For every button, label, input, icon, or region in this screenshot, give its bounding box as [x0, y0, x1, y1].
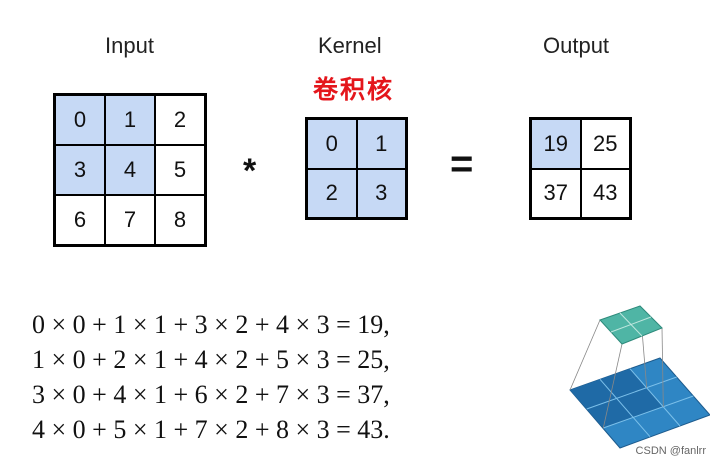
input-matrix-cell: 0: [55, 95, 105, 145]
input-matrix-cell: 7: [105, 195, 155, 245]
input-matrix-cell: 2: [155, 95, 205, 145]
input-matrix-cell: 3: [55, 145, 105, 195]
output-matrix-cell: 43: [580, 168, 630, 218]
output-matrix-cell: 37: [531, 168, 581, 218]
output-label: Output: [543, 33, 610, 58]
convolution-3d-illustration: [569, 305, 710, 449]
equation-line-1: 0 × 0 + 1 × 1 + 3 × 2 + 4 × 3 = 19,: [32, 310, 390, 339]
input-matrix-cell: 6: [55, 195, 105, 245]
kernel-matrix-cell: 3: [356, 168, 406, 218]
equals-operator: =: [450, 142, 474, 186]
kernel-matrix-cell: 0: [307, 119, 357, 169]
kernel-matrix-cell: 2: [307, 168, 357, 218]
equation-line-4: 4 × 0 + 5 × 1 + 7 × 2 + 8 × 3 = 43.: [32, 415, 390, 444]
output-matrix-cell: 25: [580, 119, 630, 169]
kernel-chinese-label: 卷积核: [313, 75, 395, 104]
equation-line-2: 1 × 0 + 2 × 1 + 4 × 2 + 5 × 3 = 25,: [32, 345, 390, 374]
illustration-projection-lines: [569, 305, 664, 429]
input-matrix-cell: 1: [105, 95, 155, 145]
input-matrix-cell: 4: [105, 145, 155, 195]
watermark-credit: CSDN @fanlrr: [635, 445, 706, 457]
illustration-output-plane: [599, 305, 663, 345]
kernel-matrix-cell: 1: [356, 119, 406, 169]
input-matrix-cell: 5: [155, 145, 205, 195]
convolution-operator: *: [243, 152, 257, 190]
input-matrix-cell: 8: [155, 195, 205, 245]
kernel-label: Kernel: [318, 33, 382, 58]
input-label: Input: [105, 33, 154, 58]
equation-line-3: 3 × 0 + 4 × 1 + 6 × 2 + 7 × 3 = 37,: [32, 380, 390, 409]
output-matrix-cell: 19: [531, 119, 581, 169]
illustration-input-plane: [569, 357, 710, 449]
